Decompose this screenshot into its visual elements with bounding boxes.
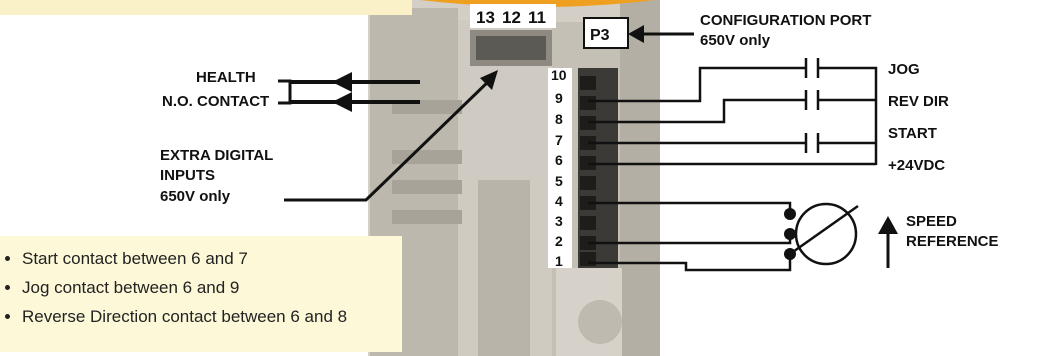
health-arrow-2 [332, 92, 352, 112]
health-bracket [278, 79, 292, 105]
config-port-sub: 650V only [700, 32, 771, 49]
extra-inputs-arrow-line [284, 76, 494, 202]
potentiometer-symbol [784, 202, 859, 266]
config-arrow-head [628, 25, 644, 43]
health-contact-label: N.O. CONTACT [162, 93, 269, 110]
notes-list: Start contact between 6 and 7 Jog contac… [0, 236, 402, 331]
pin-3: 3 [555, 213, 563, 229]
speed-arrow-head [878, 216, 898, 234]
terminal-12: 12 [502, 8, 521, 27]
notes-box: Start contact between 6 and 7 Jog contac… [0, 236, 402, 352]
reference-label: REFERENCE [906, 233, 999, 250]
pin-5: 5 [555, 173, 563, 189]
config-port-title: CONFIGURATION PORT [700, 12, 871, 29]
extra-inputs-arrow-head [480, 70, 498, 90]
pin-10: 10 [551, 67, 567, 83]
pin-2: 2 [555, 233, 563, 249]
supply-label: +24VDC [888, 157, 945, 174]
terminal-11: 11 [528, 8, 546, 27]
extra-inputs-line1: EXTRA DIGITAL [160, 147, 273, 164]
terminal-13: 13 [476, 8, 495, 27]
pin-8: 8 [555, 111, 563, 127]
pin-1: 1 [555, 253, 563, 269]
top-note-strip [0, 0, 412, 15]
p3-box [583, 17, 629, 49]
pin-7: 7 [555, 132, 563, 148]
start-label: START [888, 125, 937, 142]
p3-label: P3 [590, 27, 610, 44]
jog-label: JOG [888, 61, 920, 78]
extra-inputs-line2: INPUTS [160, 167, 215, 184]
pin-4: 4 [555, 193, 563, 209]
health-label: HEALTH [196, 69, 256, 86]
pin-6: 6 [555, 152, 563, 168]
note-jog: Jog contact between 6 and 9 [22, 273, 402, 302]
pin-9: 9 [555, 90, 563, 106]
health-arrow-1 [332, 72, 352, 92]
drive-housing [368, 0, 660, 356]
note-start: Start contact between 6 and 7 [22, 244, 402, 273]
extra-inputs-line3: 650V only [160, 188, 231, 205]
note-reverse: Reverse Direction contact between 6 and … [22, 302, 402, 331]
speed-label: SPEED [906, 213, 957, 230]
rev-dir-label: REV DIR [888, 93, 949, 110]
